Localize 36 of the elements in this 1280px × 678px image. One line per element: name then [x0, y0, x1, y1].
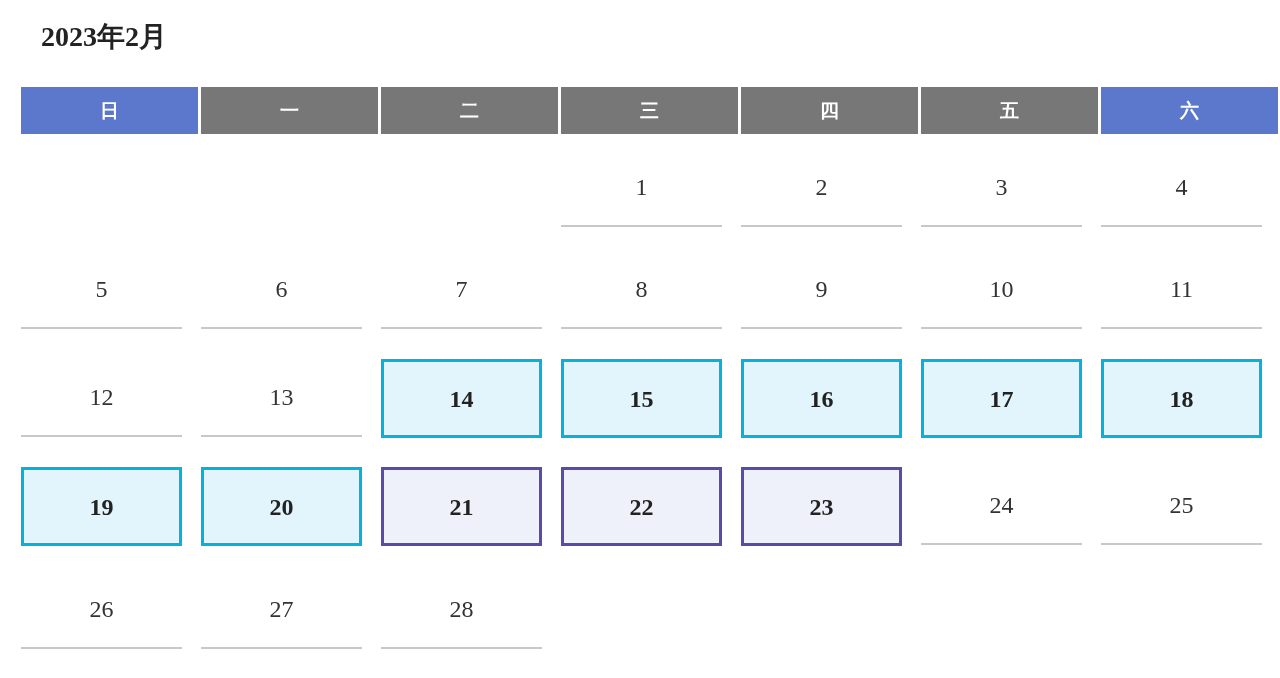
- highlighted-date-box: 16: [741, 359, 902, 438]
- date-cell: 8: [561, 251, 722, 329]
- date-cell: 26: [21, 571, 182, 649]
- highlighted-date-box: 21: [381, 467, 542, 546]
- highlighted-date-box: 17: [921, 359, 1082, 438]
- highlighted-date-box: 20: [201, 467, 362, 546]
- highlighted-date-box: 14: [381, 359, 542, 438]
- weekday-header: 六: [1101, 87, 1278, 134]
- weekday-header: 四: [741, 87, 918, 134]
- date-cell: 2: [741, 149, 902, 227]
- date-cell: 1: [561, 149, 722, 227]
- date-cell: 24: [921, 467, 1082, 545]
- weekday-header: 五: [921, 87, 1098, 134]
- date-cell: 13: [201, 359, 362, 437]
- date-cell: 4: [1101, 149, 1262, 227]
- weekday-header: 日: [21, 87, 198, 134]
- date-cell: 27: [201, 571, 362, 649]
- highlighted-date-box: 15: [561, 359, 722, 438]
- weekday-header: 三: [561, 87, 738, 134]
- date-cell: 9: [741, 251, 902, 329]
- highlighted-date-box: 22: [561, 467, 722, 546]
- weekday-header: 一: [201, 87, 378, 134]
- highlighted-date-box: 18: [1101, 359, 1262, 438]
- date-cell: 10: [921, 251, 1082, 329]
- date-cell: 25: [1101, 467, 1262, 545]
- date-cell: 7: [381, 251, 542, 329]
- highlighted-date-box: 19: [21, 467, 182, 546]
- date-cell: 3: [921, 149, 1082, 227]
- date-cell: 12: [21, 359, 182, 437]
- date-cell: 5: [21, 251, 182, 329]
- date-cell: 28: [381, 571, 542, 649]
- highlighted-date-box: 23: [741, 467, 902, 546]
- weekday-header: 二: [381, 87, 558, 134]
- date-cell: 11: [1101, 251, 1262, 329]
- calendar-title: 2023年2月: [41, 20, 167, 54]
- date-cell: 6: [201, 251, 362, 329]
